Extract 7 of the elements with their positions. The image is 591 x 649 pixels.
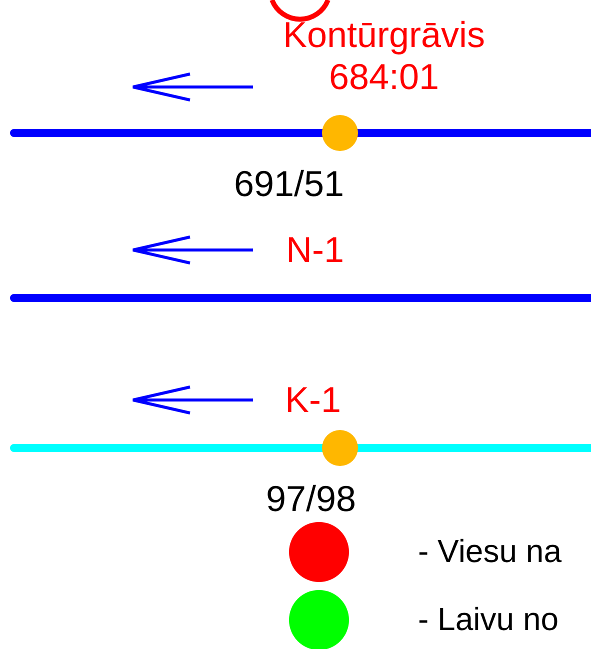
culvert-number: 691/51 bbox=[234, 163, 344, 205]
culvert-number: 97/98 bbox=[266, 478, 356, 520]
channel-label: Kontūrgrāvis 684:01 bbox=[282, 14, 486, 98]
channel-label: K-1 bbox=[284, 379, 342, 421]
legend-text: - Laivu no bbox=[418, 600, 559, 639]
channel-label: N-1 bbox=[286, 229, 344, 271]
legend-text: - Viesu na bbox=[418, 532, 562, 571]
